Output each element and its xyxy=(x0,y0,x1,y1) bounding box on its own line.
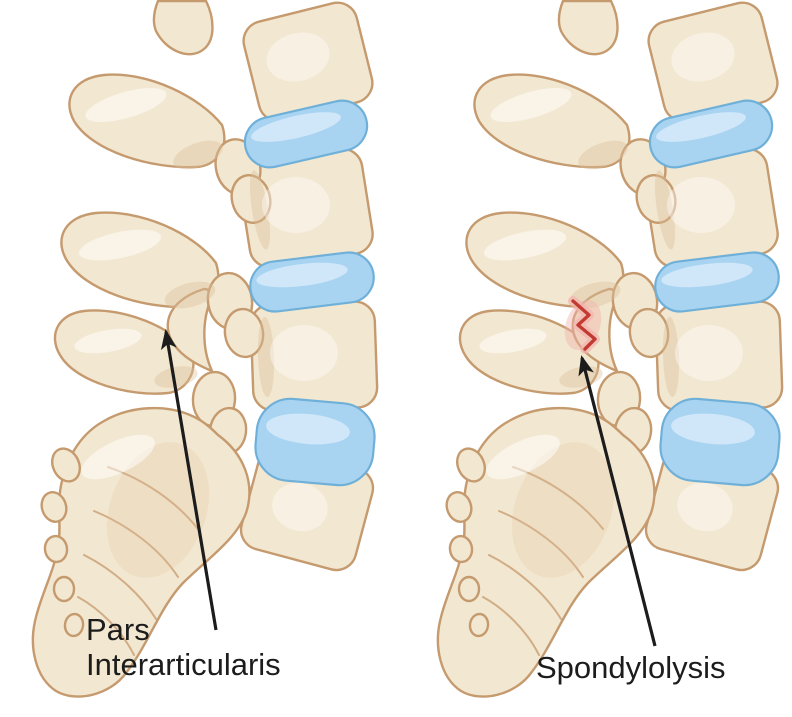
spondylolysis-arrow xyxy=(578,355,657,647)
pars-label-line2: Interarticularis xyxy=(86,647,281,682)
fracture-site xyxy=(564,296,602,354)
spine-fractured xyxy=(436,0,785,698)
right-panel-spondylolysis-spine xyxy=(436,0,785,698)
spine-normal xyxy=(31,0,380,698)
pars-arrow xyxy=(160,329,218,631)
fracture-line xyxy=(571,299,597,351)
pars-label-line1: Pars xyxy=(86,612,150,647)
annotation-pars: Pars Interarticularis xyxy=(86,329,281,682)
left-panel-normal-spine xyxy=(31,0,380,698)
spondylolysis-label: Spondylolysis xyxy=(536,650,726,685)
annotation-spondylolysis: Spondylolysis xyxy=(536,355,726,685)
